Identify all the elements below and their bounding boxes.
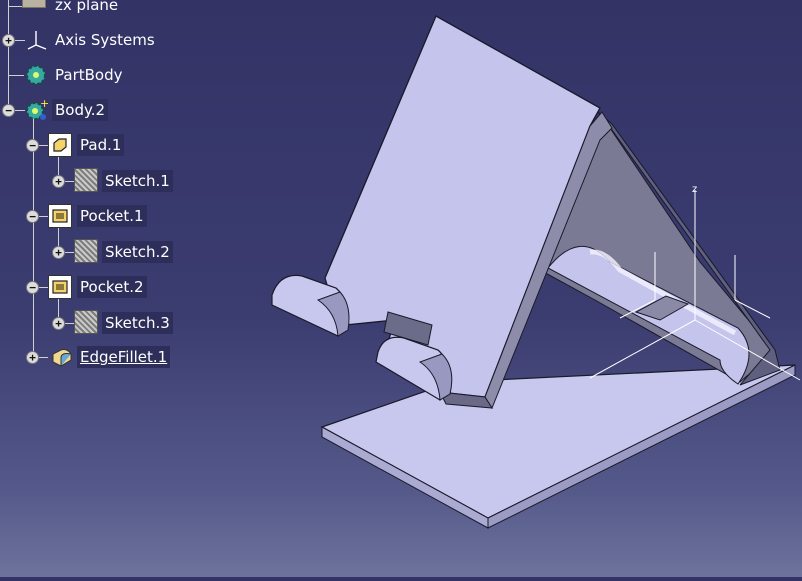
- body-gear-icon: +: [24, 98, 48, 122]
- base-plate-top: [320, 364, 796, 519]
- base-plate-side-front: [487, 364, 796, 529]
- plane-icon: [22, 0, 46, 8]
- tree-line: [58, 222, 59, 252]
- tree-item-label: Axis Systems: [55, 31, 155, 49]
- tree-line: [39, 357, 48, 358]
- expand-toggle[interactable]: +: [52, 246, 65, 259]
- tree-item-label: zx plane: [55, 0, 119, 14]
- tree-line: [65, 252, 74, 253]
- pocket-icon: [48, 204, 72, 228]
- center-notch: [383, 311, 433, 346]
- tree-item-label: Sketch.2: [102, 241, 173, 263]
- collapse-toggle[interactable]: −: [26, 210, 39, 223]
- collapse-toggle[interactable]: −: [26, 139, 39, 152]
- tree-item-label: Pocket.1: [77, 205, 147, 227]
- tree-line: [39, 287, 48, 288]
- stand-bottom-lip: [439, 391, 493, 409]
- tree-line: [15, 40, 25, 41]
- pocket-icon: [48, 275, 72, 299]
- expand-toggle[interactable]: +: [52, 317, 65, 330]
- pad-icon: [48, 133, 72, 157]
- tree-line: [39, 216, 48, 217]
- specification-tree[interactable]: zx plane + Axis Systems PartBody − + Bod…: [0, 0, 300, 380]
- axis-systems-icon: [24, 28, 48, 52]
- edge-fillet-icon: [50, 345, 74, 369]
- back-slab-edge: [597, 111, 781, 386]
- expand-toggle[interactable]: +: [2, 34, 15, 47]
- tree-line: [58, 152, 59, 182]
- axis-system-gizmo[interactable]: [589, 190, 801, 381]
- tree-line: [8, 75, 24, 76]
- tree-item-label: Sketch.3: [102, 312, 173, 334]
- tree-line: [15, 110, 25, 111]
- tree-item-label: Pad.1: [77, 134, 125, 156]
- expand-toggle[interactable]: +: [52, 175, 65, 188]
- fillet-slot: [634, 295, 690, 321]
- tree-item-label: Sketch.1: [102, 170, 173, 192]
- partbody-gear-icon: [24, 63, 48, 87]
- fillet-highlight: [589, 249, 737, 336]
- svg-text:+: +: [40, 98, 48, 110]
- right-hook-face: [418, 353, 453, 401]
- tree-line: [39, 145, 48, 146]
- tree-item-label: EdgeFillet.1: [77, 346, 171, 368]
- left-hook-face: [316, 291, 350, 337]
- sketch-icon: [74, 239, 98, 263]
- collapse-toggle[interactable]: −: [26, 281, 39, 294]
- collapse-toggle[interactable]: −: [2, 104, 15, 117]
- tree-line: [58, 294, 59, 324]
- tree-item-label: PartBody: [55, 66, 123, 84]
- sketch-icon: [74, 168, 98, 192]
- axis-z-label: z: [692, 184, 697, 195]
- expand-toggle[interactable]: +: [26, 351, 39, 364]
- tree-line: [65, 181, 74, 182]
- tree-line: [33, 118, 34, 356]
- tree-line: [8, 6, 22, 7]
- tree-item-label: Body.2: [52, 99, 109, 121]
- tree-item-label: Pocket.2: [77, 276, 147, 298]
- sketch-icon: [74, 310, 98, 334]
- tree-line: [65, 323, 74, 324]
- tree-line: [8, 0, 9, 108]
